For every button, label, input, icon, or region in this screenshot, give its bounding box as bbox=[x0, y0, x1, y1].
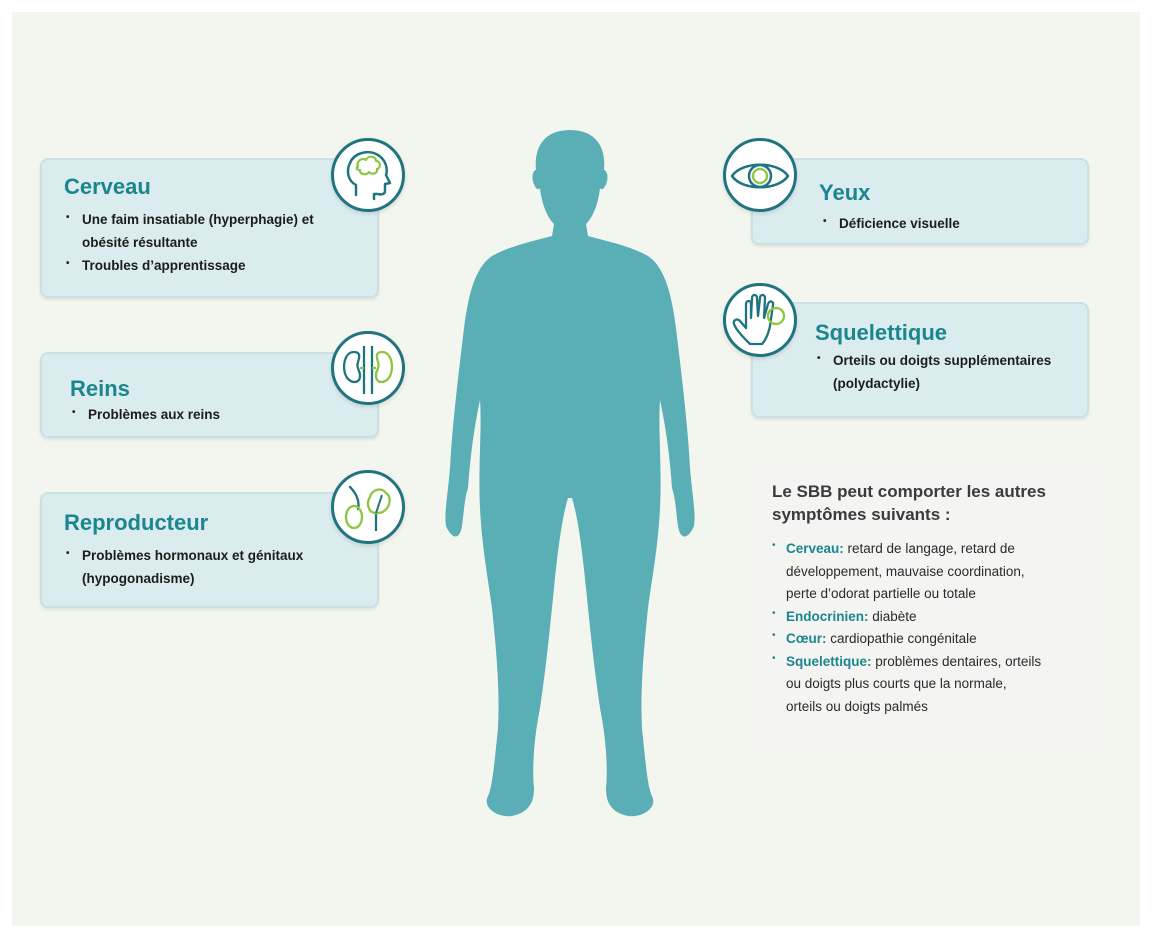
list-item: Troubles d’apprentissage bbox=[66, 252, 356, 277]
symptom-list: Problèmes hormonaux et génitaux (hypogon… bbox=[66, 542, 356, 590]
symptom-list: Une faim insatiable (hyperphagie) et obé… bbox=[66, 206, 356, 277]
panel-cerveau: Cerveau Une faim insatiable (hyperphagie… bbox=[40, 158, 379, 298]
symptom-category: Cerveau: bbox=[786, 541, 844, 556]
symptom-list: Déficience visuelle bbox=[823, 210, 1073, 235]
panel-squelettique: Squelettique Orteils ou doigts supplémen… bbox=[751, 302, 1089, 418]
panel-title: Squelettique bbox=[815, 320, 948, 345]
symptom-category: Squelettique: bbox=[786, 653, 872, 669]
hand-icon bbox=[723, 283, 797, 357]
symptom-text: cardiopathie congénitale bbox=[826, 631, 977, 646]
eye-icon bbox=[723, 138, 797, 212]
panel-title: Reins bbox=[70, 376, 130, 401]
brain-head-icon bbox=[331, 138, 405, 212]
reproductive-organs-icon bbox=[331, 470, 405, 544]
list-item: Endocrinien: diabète bbox=[772, 603, 1042, 629]
panel-title: Cerveau bbox=[64, 174, 151, 199]
list-item: Orteils ou doigts supplémentaires (polyd… bbox=[817, 347, 1077, 395]
symptom-category: Endocrinien: bbox=[786, 608, 869, 624]
human-body-silhouette bbox=[445, 130, 695, 817]
other-symptoms-box: Le SBB peut comporter les autres symptôm… bbox=[752, 462, 1104, 752]
other-symptoms-list: Cerveau: retard de langage, retard de dé… bbox=[772, 535, 1042, 719]
list-item: Problèmes hormonaux et génitaux (hypogon… bbox=[66, 542, 356, 590]
list-item: Cœur: cardiopathie congénitale bbox=[772, 625, 1042, 651]
symptom-text: retard de langage, retard de développeme… bbox=[786, 541, 1025, 601]
list-item: Déficience visuelle bbox=[823, 210, 1073, 235]
panel-title: Reproducteur bbox=[64, 510, 209, 535]
list-item: Squelettique: problèmes dentaires, ortei… bbox=[772, 648, 1042, 719]
symptom-list: Problèmes aux reins bbox=[72, 401, 352, 426]
panel-reproducteur: Reproducteur Problèmes hormonaux et géni… bbox=[40, 492, 379, 608]
symptom-text: problèmes dentaires, orteils ou doigts p… bbox=[786, 653, 1042, 714]
other-symptoms-heading: Le SBB peut comporter les autres symptôm… bbox=[772, 482, 1046, 524]
panel-yeux: Yeux Déficience visuelle bbox=[751, 158, 1089, 245]
symptom-list: Orteils ou doigts supplémentaires (polyd… bbox=[817, 347, 1077, 395]
list-item: Cerveau: retard de langage, retard de dé… bbox=[772, 535, 1042, 606]
panel-title: Yeux bbox=[819, 180, 871, 205]
panel-reins: Reins Problèmes aux reins bbox=[40, 352, 379, 438]
list-item: Problèmes aux reins bbox=[72, 401, 352, 426]
symptom-text: diabète bbox=[868, 608, 917, 624]
symptom-category: Cœur: bbox=[786, 631, 827, 646]
kidneys-icon bbox=[331, 331, 405, 405]
list-item: Une faim insatiable (hyperphagie) et obé… bbox=[66, 206, 356, 254]
